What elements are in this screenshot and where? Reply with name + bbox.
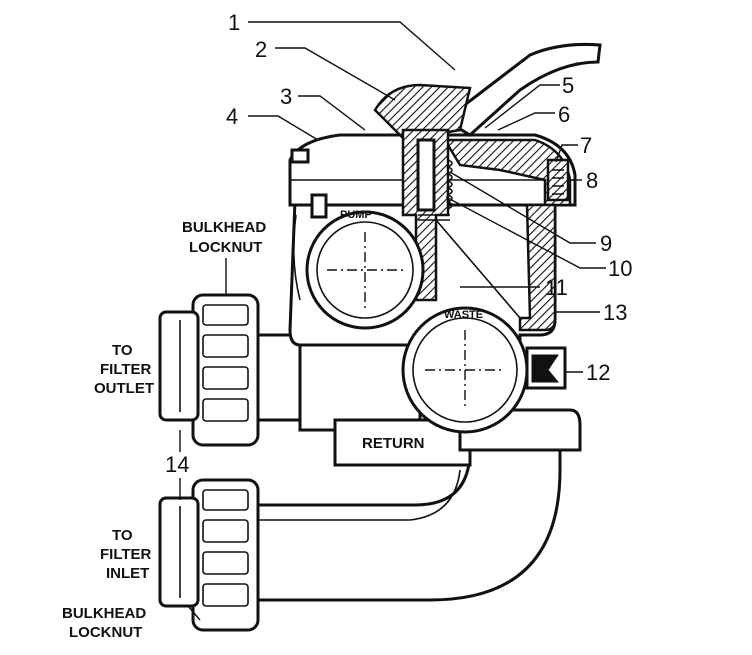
callout-11: 11 bbox=[545, 275, 568, 300]
to-filter-outlet-line2: FILTER bbox=[100, 361, 152, 378]
label-to-filter-inlet: TO FILTER INLET bbox=[100, 527, 152, 582]
callout-8: 8 bbox=[586, 168, 598, 193]
to-filter-inlet-line3: INLET bbox=[106, 565, 149, 582]
callout-10: 10 bbox=[608, 256, 632, 281]
label-bulkhead-locknut-bottom: BULKHEAD LOCKNUT bbox=[62, 605, 146, 641]
to-filter-inlet-line1: TO bbox=[112, 527, 133, 544]
to-filter-outlet-line3: OUTLET bbox=[94, 380, 154, 397]
callout-7: 7 bbox=[580, 133, 592, 158]
valve-stem bbox=[401, 128, 450, 302]
to-filter-outlet-line1: TO bbox=[112, 342, 133, 359]
leader-lines bbox=[179, 21, 606, 621]
callout-numbers: 1 2 3 4 5 6 7 8 9 10 11 13 12 14 bbox=[165, 10, 632, 477]
cover-screw-left bbox=[290, 148, 328, 219]
diverter bbox=[435, 219, 521, 330]
sight-glass-plug bbox=[525, 346, 567, 390]
bulkhead-locknut-top-line1: BULKHEAD bbox=[182, 219, 266, 236]
callout-14: 14 bbox=[165, 452, 189, 477]
callout-3: 3 bbox=[280, 84, 292, 109]
bulkhead-locknut-bottom-line2: LOCKNUT bbox=[69, 624, 142, 641]
pump-port: PUMP bbox=[305, 209, 425, 330]
callout-6: 6 bbox=[558, 102, 570, 127]
return-label: RETURN bbox=[362, 435, 425, 452]
inlet-elbow-pipe bbox=[248, 438, 562, 602]
to-filter-inlet-line2: FILTER bbox=[100, 546, 152, 563]
callout-9: 9 bbox=[600, 231, 612, 256]
cover-screw-right bbox=[546, 158, 570, 202]
valve-handle bbox=[373, 42, 602, 142]
upper-bulkhead-locknut bbox=[158, 293, 260, 447]
waste-port: WASTE bbox=[401, 306, 529, 434]
lower-bulkhead-locknut bbox=[158, 478, 260, 632]
label-to-filter-outlet: TO FILTER OUTLET bbox=[94, 342, 154, 397]
return-port: RETURN bbox=[333, 418, 472, 467]
pump-label: PUMP bbox=[340, 209, 372, 221]
label-bulkhead-locknut-top: BULKHEAD LOCKNUT bbox=[182, 219, 266, 256]
callout-13: 13 bbox=[603, 300, 627, 325]
callout-2: 2 bbox=[255, 37, 267, 62]
bulkhead-locknut-top-line2: LOCKNUT bbox=[189, 239, 262, 256]
callout-1: 1 bbox=[228, 10, 240, 35]
stem-spring bbox=[446, 159, 453, 210]
callout-5: 5 bbox=[562, 73, 574, 98]
callout-4: 4 bbox=[226, 104, 238, 129]
bulkhead-locknut-bottom-line1: BULKHEAD bbox=[62, 605, 146, 622]
callout-12: 12 bbox=[586, 360, 610, 385]
waste-label: WASTE bbox=[444, 309, 483, 321]
